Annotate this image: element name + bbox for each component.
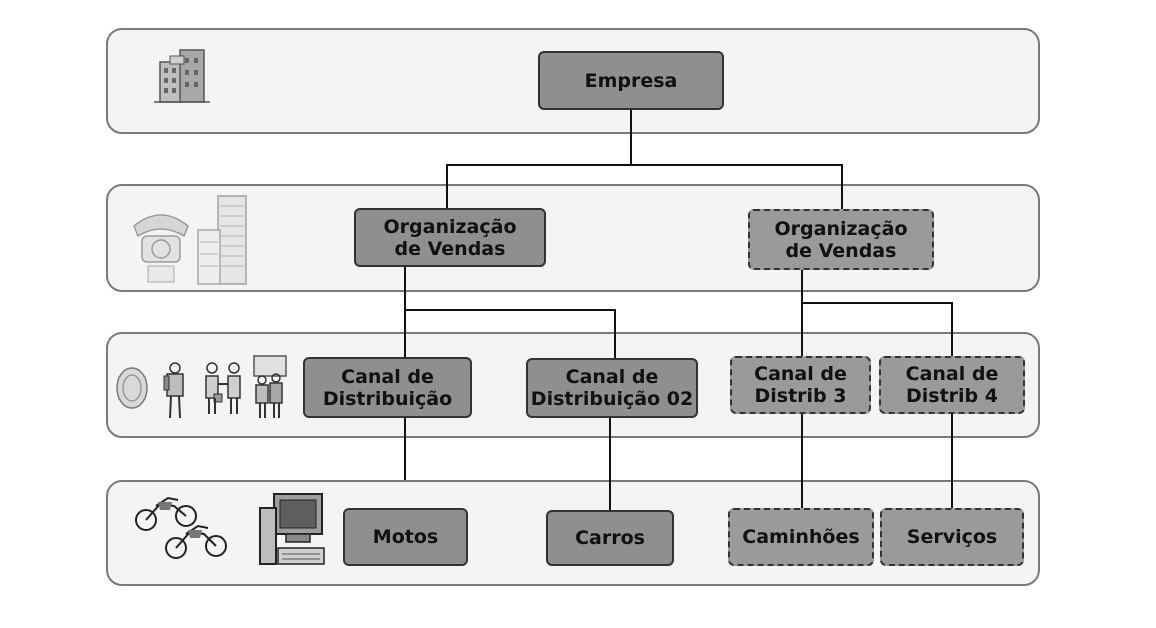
coin-icon xyxy=(116,367,148,409)
connector xyxy=(951,302,953,358)
node-servicos: Serviços xyxy=(880,508,1024,566)
connector xyxy=(404,266,406,358)
connector xyxy=(801,302,952,304)
node-channel-2: Canal de Distribuição 02 xyxy=(526,358,698,418)
connector xyxy=(404,418,406,480)
connector xyxy=(446,164,448,210)
connector xyxy=(404,309,615,311)
connector xyxy=(614,309,616,359)
node-channel-4: Canal de Distrib 4 xyxy=(879,356,1025,414)
node-caminhoes: Caminhões xyxy=(728,508,874,566)
telephone-icon xyxy=(133,214,189,283)
node-motos: Motos xyxy=(343,508,468,566)
connector xyxy=(841,164,843,210)
connector xyxy=(446,164,842,166)
connector xyxy=(801,270,803,358)
people-group-icon xyxy=(253,355,287,418)
building-icon xyxy=(154,49,210,103)
connector xyxy=(951,414,953,508)
node-empresa: Empresa xyxy=(538,51,724,110)
computer-icon xyxy=(259,493,325,565)
worker-icon xyxy=(163,362,184,419)
node-sales-org-1: Organização de Vendas xyxy=(354,208,546,267)
connector xyxy=(801,414,803,508)
connector xyxy=(630,110,632,165)
node-carros: Carros xyxy=(546,510,674,566)
handshake-people-icon xyxy=(205,362,241,414)
motorcycles-icon xyxy=(135,496,227,559)
node-channel-1: Canal de Distribuição xyxy=(303,357,472,418)
node-sales-org-2: Organização de Vendas xyxy=(748,209,934,270)
connector xyxy=(609,418,611,510)
node-channel-3: Canal de Distrib 3 xyxy=(730,356,871,414)
office-tower-icon xyxy=(197,195,247,285)
